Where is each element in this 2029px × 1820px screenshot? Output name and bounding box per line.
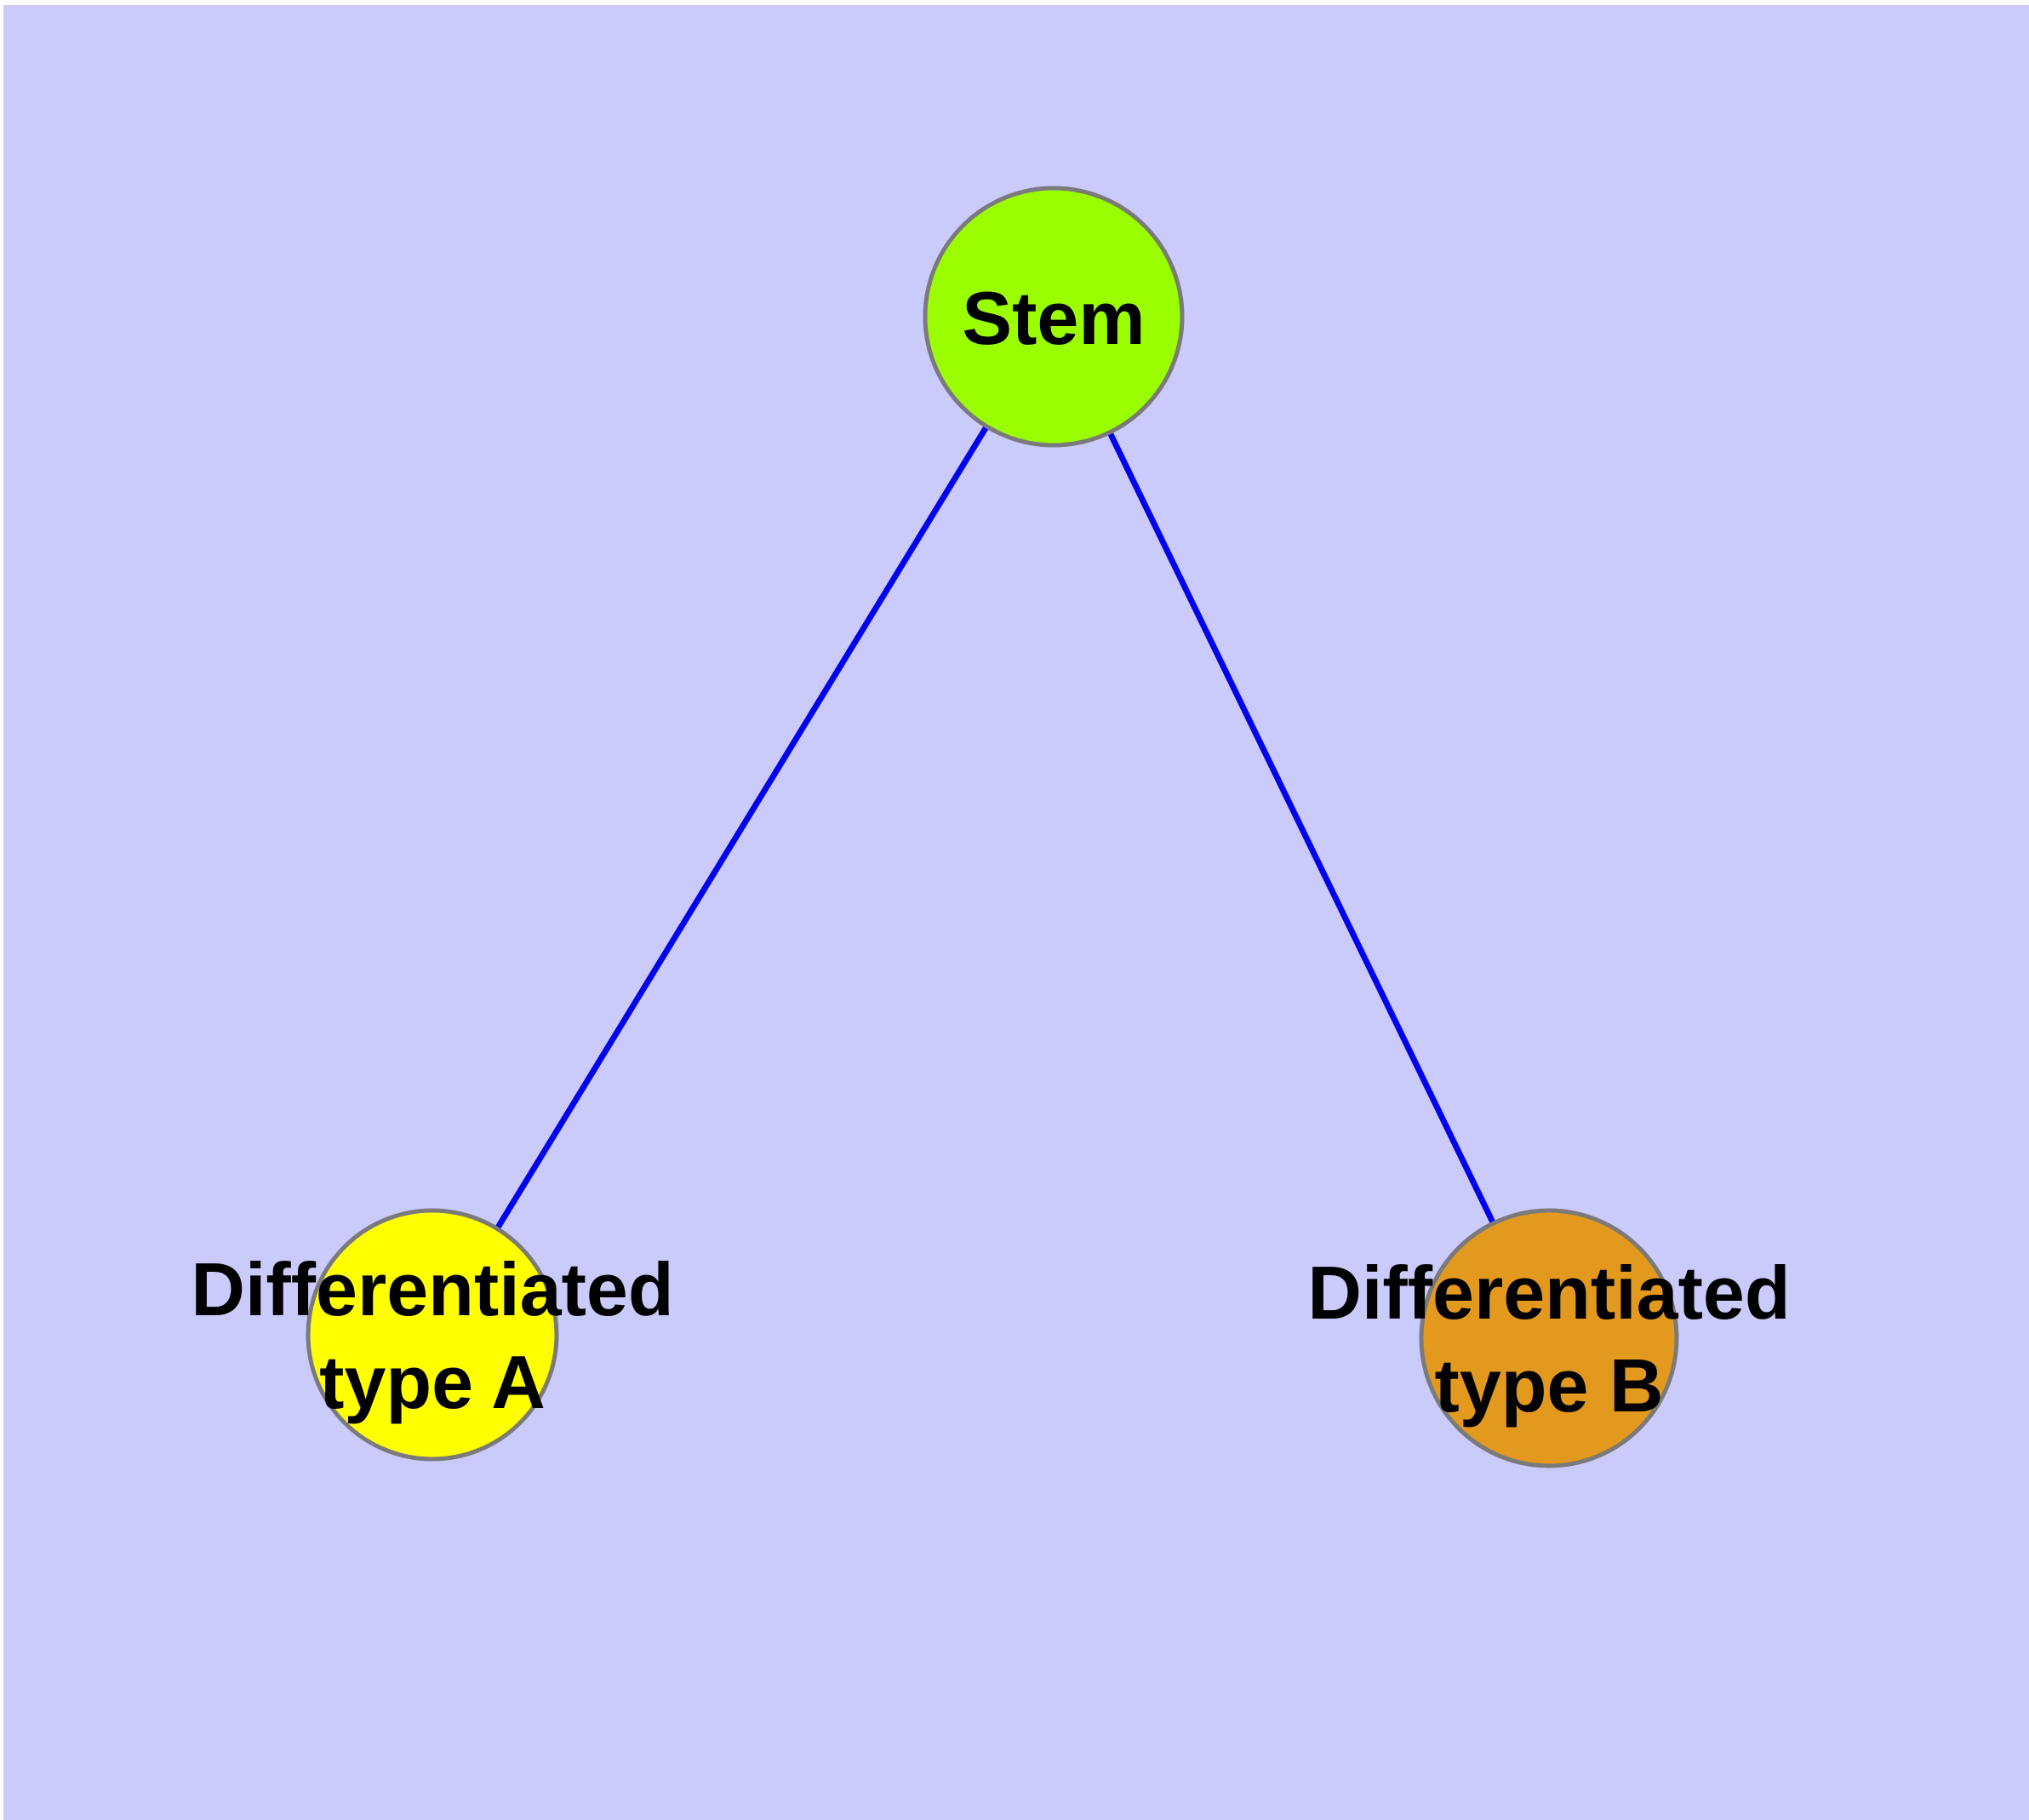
type-a-label-line2: type A	[319, 1340, 546, 1424]
type-b-label-line2: type B	[1435, 1343, 1664, 1428]
edge-stem-to-type-a	[430, 315, 1056, 1336]
stem-node-label: Stem	[962, 276, 1145, 360]
type-a-label-line1: Differentiated	[191, 1247, 673, 1331]
stem-node	[923, 186, 1185, 448]
edge-stem-to-type-b	[1050, 315, 1552, 1340]
type-a-node	[306, 1208, 559, 1462]
type-b-label-line1: Differentiated	[1307, 1251, 1790, 1335]
type-b-node	[1419, 1208, 1679, 1468]
